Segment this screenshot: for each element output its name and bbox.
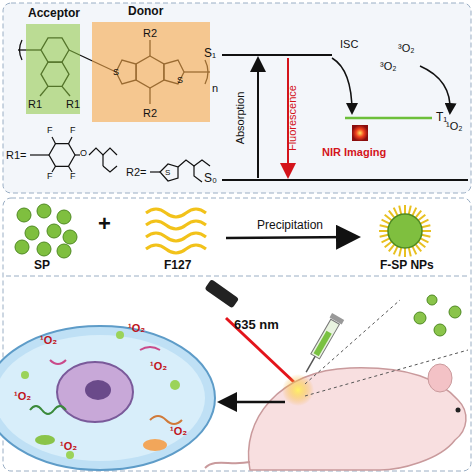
oxygen-label: ¹O₂: [446, 120, 463, 132]
energy-level: T₁: [436, 111, 447, 124]
energy-level: S₀: [204, 172, 217, 185]
singlet-oxygen: ¹O₂: [170, 425, 187, 437]
atom: S: [177, 76, 183, 86]
energy-level: S₁: [204, 47, 216, 60]
substituent: R2=: [126, 166, 147, 178]
plus-sign: +: [98, 212, 111, 236]
imaging-label: NIR Imaging: [322, 146, 386, 158]
node-label: SP: [34, 258, 50, 272]
f127-polymer: F127: [140, 203, 220, 273]
singlet-oxygen: ¹O₂: [128, 322, 145, 334]
substituent: R2: [143, 107, 157, 119]
process-arrow: [226, 237, 356, 238]
edge-label: Precipitation: [257, 219, 323, 232]
node-label: Acceptor: [28, 6, 80, 20]
process-label: ISC: [340, 38, 358, 50]
atom: S: [165, 169, 170, 178]
atom: F: [70, 172, 76, 182]
singlet-oxygen: ¹O₂: [14, 390, 31, 402]
substituent: R2: [143, 27, 157, 39]
substituent: R1: [66, 98, 80, 110]
node-label: F-SP NPs: [380, 258, 434, 272]
atom: F: [47, 126, 53, 136]
singlet-oxygen: ¹O₂: [150, 360, 167, 372]
process-label: Fluorescence: [286, 85, 298, 151]
singlet-oxygen: ¹O₂: [40, 334, 57, 346]
fsp-nanoparticle: F-SP NPs: [360, 201, 460, 273]
substituent: R1=: [6, 149, 27, 161]
node-label: F127: [164, 258, 191, 272]
oxygen-label: ³O₂: [398, 42, 415, 54]
atom: S: [113, 68, 119, 78]
atom: O: [80, 149, 87, 159]
repeat-index: n: [212, 82, 218, 94]
singlet-oxygen: ¹O₂: [60, 440, 77, 452]
node-label: Donor: [128, 4, 163, 18]
atom: F: [70, 126, 76, 136]
oxygen-label: ³O₂: [380, 60, 397, 72]
substituent: R1: [28, 98, 42, 110]
atom: F: [47, 172, 53, 182]
process-label: Absorption: [234, 92, 246, 145]
wavelength-label: 635 nm: [234, 318, 279, 332]
sp-particles: SP: [10, 203, 82, 273]
